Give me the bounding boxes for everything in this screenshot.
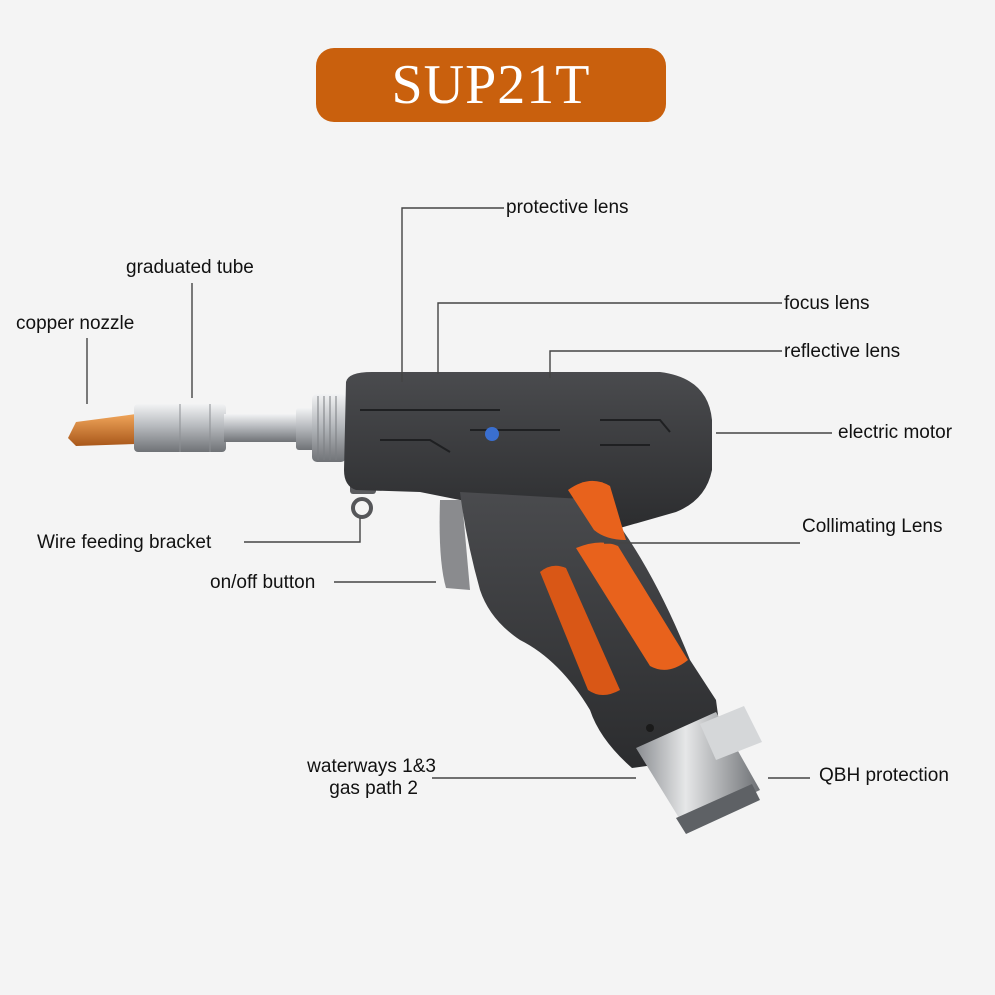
label-gas-path: gas path 2 [329, 777, 418, 799]
graduated-tube [134, 404, 316, 452]
product-title: SUP21T [391, 54, 591, 116]
qbh-connector [636, 706, 762, 834]
copper-nozzle [68, 414, 136, 446]
title-badge: SUP21T [316, 48, 666, 122]
label-reflective-lens: reflective lens [784, 341, 901, 362]
label-collimating-lens: Collimating Lens [802, 516, 943, 537]
label-protective-lens: protective lens [506, 197, 629, 218]
label-waterways-gas-path: waterways 1&3 gas path 2 [290, 756, 436, 800]
label-focus-lens: focus lens [784, 293, 870, 314]
gun-body [344, 372, 712, 532]
trigger [439, 500, 470, 590]
label-waterways: waterways 1&3 [307, 756, 436, 777]
label-copper-nozzle: copper nozzle [16, 313, 135, 334]
label-wire-feeding-bracket: Wire feeding bracket [37, 532, 212, 553]
label-qbh-protection: QBH protection [819, 765, 949, 786]
gun-handle [460, 480, 720, 768]
label-on-off-button: on/off button [210, 572, 316, 593]
knurled-collar [312, 394, 346, 462]
leader-lines [86, 207, 832, 779]
label-electric-motor: electric motor [838, 422, 953, 443]
label-graduated-tube: graduated tube [126, 257, 254, 278]
